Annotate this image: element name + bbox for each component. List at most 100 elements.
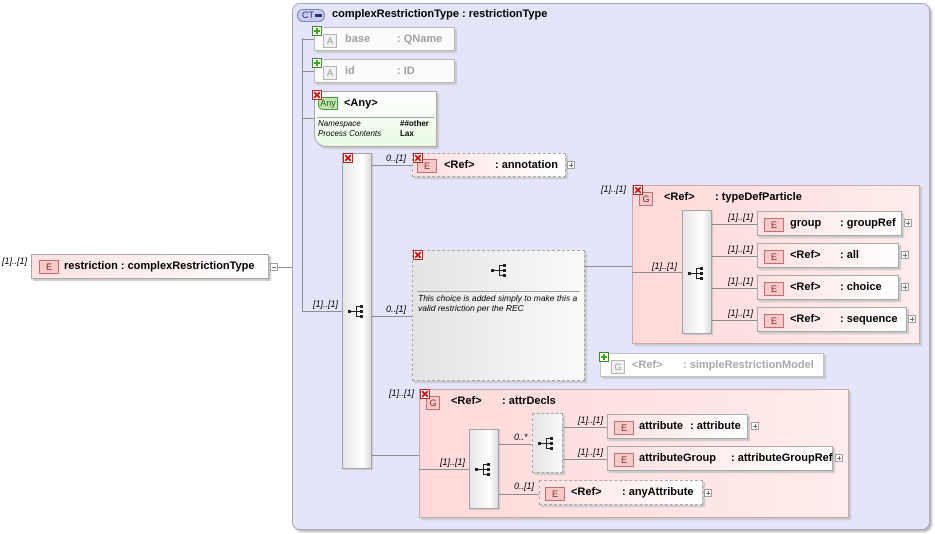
- expand-icon[interactable]: [904, 219, 912, 227]
- element-badge: E: [614, 421, 634, 435]
- connector: [372, 455, 420, 456]
- remove-icon[interactable]: [420, 389, 430, 399]
- element-name: attribute: [639, 420, 683, 432]
- attribute-type: : QName: [397, 33, 443, 45]
- attribute-type: : ID: [397, 65, 415, 77]
- attrdecls-cardinality: [1]..[1]: [389, 388, 415, 398]
- outer-sequence[interactable]: [342, 153, 372, 469]
- any-attribute[interactable]: Any <Any> Namespace ##other Process Cont…: [314, 91, 437, 147]
- namespace-label: Namespace: [318, 119, 361, 128]
- complex-type-badge: CT: [297, 9, 325, 22]
- element-choice[interactable]: E <Ref> : choice: [757, 275, 899, 300]
- remove-icon[interactable]: [343, 153, 353, 163]
- attribute-base[interactable]: A base : QName: [314, 27, 455, 51]
- group-badge: G: [639, 192, 653, 206]
- element-sequence[interactable]: E <Ref> : sequence: [757, 307, 907, 332]
- remove-icon[interactable]: [312, 90, 322, 100]
- expand-icon[interactable]: [901, 283, 909, 291]
- typedef-sequence[interactable]: [682, 210, 712, 334]
- expand-icon[interactable]: [704, 489, 712, 497]
- element-attribute-group[interactable]: E attributeGroup : attributeGroupRef: [607, 446, 833, 471]
- element-badge: E: [545, 487, 565, 501]
- element-badge: E: [764, 250, 784, 264]
- expand-icon[interactable]: [751, 422, 759, 430]
- expand-icon[interactable]: [901, 251, 909, 259]
- attrdecls-ref: <Ref>: [451, 395, 482, 407]
- anyattribute-cardinality: 0..[1]: [514, 481, 535, 491]
- add-icon[interactable]: [312, 26, 322, 36]
- expand-icon[interactable]: [567, 161, 575, 169]
- simple-restriction-model-group[interactable]: G <Ref> : simpleRestrictionModel: [600, 353, 824, 377]
- item-cardinality: [1]..[1]: [728, 212, 754, 222]
- inner-choice-cardinality: 0..*: [514, 432, 528, 442]
- typedef-inner-cardinality: [1]..[1]: [652, 261, 678, 271]
- add-icon[interactable]: [599, 352, 609, 362]
- root-cardinality: [1]..[1]: [2, 256, 28, 266]
- connector: [632, 272, 682, 273]
- root-element-restriction[interactable]: E restriction : complexRestrictionType: [31, 254, 269, 279]
- element-group[interactable]: E group : groupRef: [757, 211, 902, 236]
- item-cardinality: [1]..[1]: [728, 244, 754, 254]
- choice-note: This choice is added simply to make this…: [418, 293, 578, 313]
- process-contents-label: Process Contents: [318, 129, 382, 138]
- any-badge: Any: [318, 97, 338, 110]
- element-badge: E: [764, 282, 784, 296]
- add-icon[interactable]: [312, 58, 322, 68]
- connector: [278, 267, 292, 268]
- typedef-type: : typeDefParticle: [715, 191, 802, 203]
- attribute-id[interactable]: A id : ID: [314, 59, 455, 83]
- element-badge: E: [764, 218, 784, 232]
- typedef-cardinality: [1]..[1]: [601, 184, 627, 194]
- item-cardinality: [1]..[1]: [728, 276, 754, 286]
- attrdecls-sequence[interactable]: [469, 429, 499, 509]
- remove-icon[interactable]: [413, 153, 423, 163]
- element-name: group: [790, 217, 822, 229]
- element-type: : attributeGroupRef: [731, 452, 833, 464]
- attr-choice-compositor[interactable]: [532, 413, 563, 473]
- item-cardinality: [1]..[1]: [578, 447, 604, 457]
- expand-icon[interactable]: [908, 315, 916, 323]
- element-type: : sequence: [840, 313, 898, 325]
- expand-icon[interactable]: [835, 454, 843, 462]
- element-type: : attribute: [690, 420, 741, 432]
- element-any-attribute[interactable]: E <Ref> : anyAttribute: [539, 480, 703, 505]
- attribute-name: id: [345, 65, 355, 77]
- connector: [563, 459, 607, 460]
- attribute-badge: A: [323, 66, 337, 80]
- sequence-icon: [491, 264, 506, 277]
- element-type: : choice: [840, 281, 882, 293]
- root-element-label: restriction : complexRestrictionType: [64, 260, 255, 272]
- element-all[interactable]: E <Ref> : all: [757, 243, 899, 268]
- element-name: <Ref>: [790, 249, 821, 261]
- choice-icon: [538, 437, 553, 450]
- choice-compositor[interactable]: This choice is added simply to make this…: [412, 250, 585, 381]
- element-badge: E: [614, 453, 634, 467]
- remove-icon[interactable]: [633, 185, 643, 195]
- collapse-icon[interactable]: [270, 263, 278, 271]
- connector: [712, 320, 757, 321]
- item-cardinality: [1]..[1]: [728, 308, 754, 318]
- anyattribute-type: : anyAttribute: [622, 486, 694, 498]
- connector: [302, 39, 314, 40]
- connector: [302, 118, 314, 119]
- divider: [317, 117, 434, 118]
- simple-restriction-ref: <Ref>: [632, 359, 663, 371]
- connector: [499, 494, 539, 495]
- remove-icon[interactable]: [413, 250, 423, 260]
- annotation-element[interactable]: E <Ref> : annotation: [412, 153, 566, 177]
- attrdecls-type: : attrDecls: [502, 395, 556, 407]
- sequence-icon: [475, 463, 490, 476]
- connector: [302, 311, 342, 312]
- annotation-type: : annotation: [495, 159, 558, 171]
- simple-restriction-type: : simpleRestrictionModel: [683, 359, 814, 371]
- element-attribute[interactable]: E attribute : attribute: [607, 414, 748, 439]
- element-badge: E: [764, 314, 784, 328]
- connector: [302, 71, 314, 72]
- sequence-icon: [348, 305, 363, 318]
- connector: [302, 38, 303, 312]
- item-cardinality: [1]..[1]: [578, 415, 604, 425]
- connector: [712, 256, 757, 257]
- element-type: : all: [840, 249, 859, 261]
- connector: [419, 469, 469, 470]
- connector: [372, 316, 412, 317]
